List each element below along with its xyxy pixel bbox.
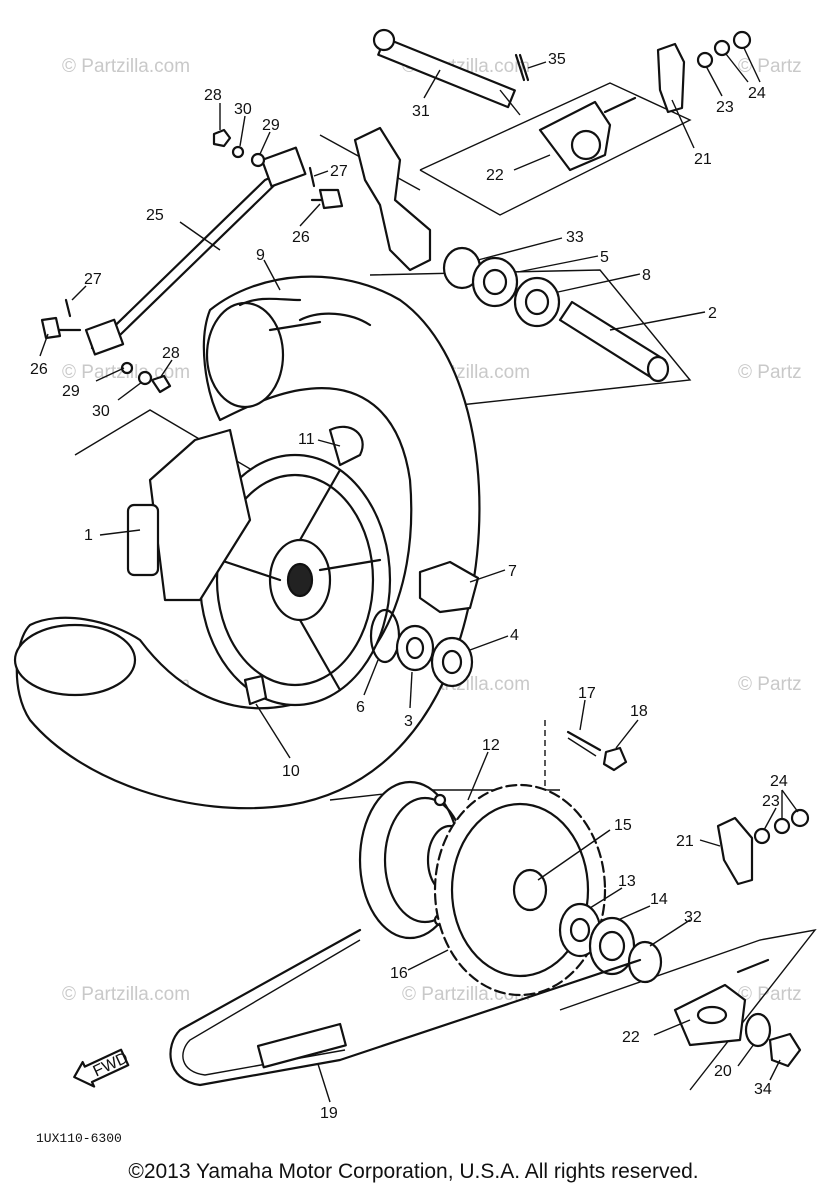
axle — [372, 28, 521, 116]
nut — [732, 30, 752, 50]
sprocket — [433, 783, 607, 997]
callout-35: 35 — [548, 51, 566, 68]
nut — [713, 39, 731, 57]
callout-30-b: 30 — [92, 403, 110, 420]
chain-puller-top — [538, 96, 637, 172]
fasteners-top — [40, 128, 344, 394]
callout-19: 19 — [320, 1105, 338, 1122]
watermark: © Partzilla.com — [62, 56, 190, 77]
chain-puller-bottom — [673, 958, 770, 1047]
callout-16: 16 — [390, 965, 408, 982]
watermark: © Partz — [738, 984, 802, 1005]
callout-7: 7 — [508, 563, 517, 580]
callout-15: 15 — [614, 817, 632, 834]
callout-13: 13 — [618, 873, 636, 890]
watermark: © Partz — [738, 56, 802, 77]
callout-12: 12 — [482, 737, 500, 754]
hub-bearings — [369, 560, 480, 688]
tire — [13, 275, 481, 810]
callout-17: 17 — [578, 685, 596, 702]
callout-10: 10 — [282, 763, 300, 780]
stud-and-nut — [566, 730, 628, 772]
washer — [744, 1012, 772, 1048]
callout-18: 18 — [630, 703, 648, 720]
leader-lines — [39, 47, 799, 1103]
callout-1: 1 — [84, 527, 93, 544]
callout-30: 30 — [234, 101, 252, 118]
brake-bracket — [353, 126, 432, 272]
cotter-pin — [514, 53, 530, 82]
wheel-hub — [126, 428, 392, 707]
callout-29-b: 29 — [62, 383, 80, 400]
callout-26: 26 — [292, 229, 310, 246]
nut — [790, 808, 810, 828]
callout-24-b: 24 — [770, 773, 788, 790]
callout-8: 8 — [642, 267, 651, 284]
drive-chain — [169, 928, 642, 1087]
callout-11: 11 — [298, 431, 315, 448]
rear-wheel-exploded-view: © Partzilla.com © Partzilla.com © Partz … — [13, 28, 817, 1146]
axle-bearings — [442, 246, 670, 383]
callout-28: 28 — [204, 87, 222, 104]
callout-25: 25 — [146, 207, 164, 224]
callout-27: 27 — [330, 163, 348, 180]
callout-22: 22 — [486, 167, 504, 184]
callout-3: 3 — [404, 713, 413, 730]
callout-24: 24 — [748, 85, 766, 102]
callout-2: 2 — [708, 305, 717, 322]
callout-34: 34 — [754, 1081, 772, 1098]
callout-28-b: 28 — [162, 345, 180, 362]
chain-adjuster-block — [716, 816, 754, 886]
axle-nut — [768, 1032, 802, 1068]
sprocket-bearings — [558, 902, 663, 984]
watermark: © Partz — [738, 674, 802, 695]
callout-9: 9 — [256, 247, 265, 264]
callout-22-b: 22 — [622, 1029, 640, 1046]
callout-26-b: 26 — [30, 361, 48, 378]
washer — [696, 51, 714, 69]
callout-14: 14 — [650, 891, 668, 908]
tension-bar — [84, 146, 307, 356]
valve — [243, 674, 268, 706]
fwd-arrow: FWD — [73, 1048, 131, 1088]
callout-33: 33 — [566, 229, 584, 246]
watermark: © Partz — [738, 362, 802, 383]
callout-27-b: 27 — [84, 271, 102, 288]
diagram-code: 1UX110-6300 — [36, 1131, 122, 1146]
nut — [773, 817, 791, 835]
callout-4: 4 — [510, 627, 519, 644]
callout-23: 23 — [716, 99, 734, 116]
callout-20: 20 — [714, 1063, 732, 1080]
washer — [753, 827, 771, 845]
callout-29: 29 — [262, 117, 280, 134]
callout-5: 5 — [600, 249, 609, 266]
damper — [328, 425, 364, 467]
callout-31: 31 — [412, 103, 430, 120]
copyright-notice: ©2013 Yamaha Motor Corporation, U.S.A. A… — [128, 1160, 699, 1183]
callout-21: 21 — [694, 151, 712, 168]
callout-23-b: 23 — [762, 793, 780, 810]
callout-32: 32 — [684, 909, 702, 926]
callout-6: 6 — [356, 699, 365, 716]
chain-adjuster-block — [656, 42, 686, 114]
callout-21-b: 21 — [676, 833, 694, 850]
callouts: 35 31 28 30 29 27 26 25 9 27 26 29 30 28… — [30, 51, 788, 1122]
watermark: © Partzilla.com — [62, 984, 190, 1005]
